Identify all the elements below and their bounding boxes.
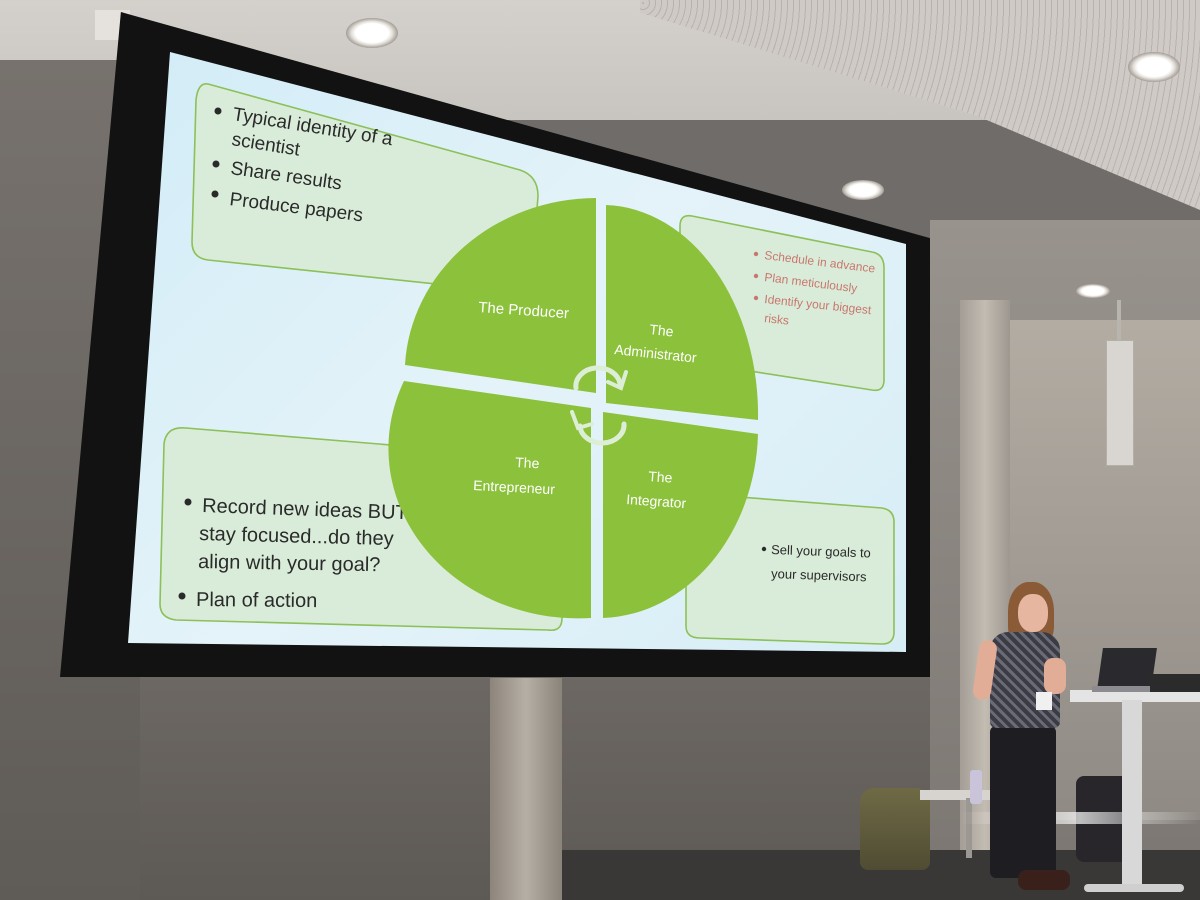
label-entrepreneur-line1: The	[515, 454, 540, 471]
presenter-arm	[1044, 658, 1066, 694]
bullet-dot	[211, 190, 219, 198]
label-administrator-line1: The	[649, 321, 675, 339]
ceiling-light	[1076, 284, 1110, 298]
ceiling-light	[1128, 52, 1180, 82]
bullet-dot	[753, 251, 759, 257]
presenter-face	[1018, 594, 1048, 632]
bullet-dot	[184, 498, 192, 506]
label-entrepreneur-line2: Entrepreneur	[473, 477, 556, 497]
ceiling-light	[842, 180, 884, 200]
cycle-arrows-icon	[570, 365, 628, 446]
bullet-text: risks	[764, 311, 790, 328]
bullet-text: stay focused...do they	[199, 523, 394, 550]
wall-speaker	[1106, 340, 1134, 466]
bullet-dot	[212, 160, 220, 168]
presenter-legs	[990, 726, 1056, 878]
quadrant-integrator	[603, 412, 758, 618]
bullet-dot	[753, 295, 759, 301]
bullet-dot	[753, 273, 759, 279]
backpack	[860, 788, 930, 870]
support-pillar	[490, 678, 562, 900]
label-integrator-line2: Integrator	[626, 491, 687, 511]
projector-device	[1150, 674, 1200, 692]
bottom-right-bullets: Sell your goals to your supervisors	[761, 542, 871, 584]
label-producer: The Producer	[478, 299, 570, 322]
bullet-text: align with your goal?	[198, 551, 381, 576]
quadrant-administrator	[606, 205, 759, 420]
podium-top	[1070, 690, 1200, 702]
label-integrator-line1: The	[648, 468, 673, 486]
bullet-dot	[178, 592, 186, 600]
ceiling-light	[346, 18, 398, 48]
side-table-leg	[966, 798, 972, 858]
name-badge	[1036, 692, 1052, 710]
role-circle	[388, 198, 759, 619]
quadrant-producer	[405, 198, 596, 393]
bullet-dot	[761, 546, 767, 552]
bullet-text: Sell your goals to	[771, 542, 871, 560]
presenter-shoes	[1018, 870, 1070, 890]
laptop-icon	[1097, 648, 1157, 690]
podium-stem	[1122, 700, 1142, 890]
bullet-text: your supervisors	[771, 566, 867, 584]
bullet-text: Plan of action	[196, 589, 317, 612]
podium-base	[1084, 884, 1184, 892]
bottom-left-bullets: Record new ideas BUT stay focused...do t…	[178, 495, 408, 612]
bullet-dot	[214, 107, 222, 115]
quadrant-entrepreneur	[388, 381, 591, 619]
laptop-base	[1092, 686, 1162, 692]
water-bottle	[970, 770, 982, 804]
speaker-mount	[1117, 300, 1121, 342]
